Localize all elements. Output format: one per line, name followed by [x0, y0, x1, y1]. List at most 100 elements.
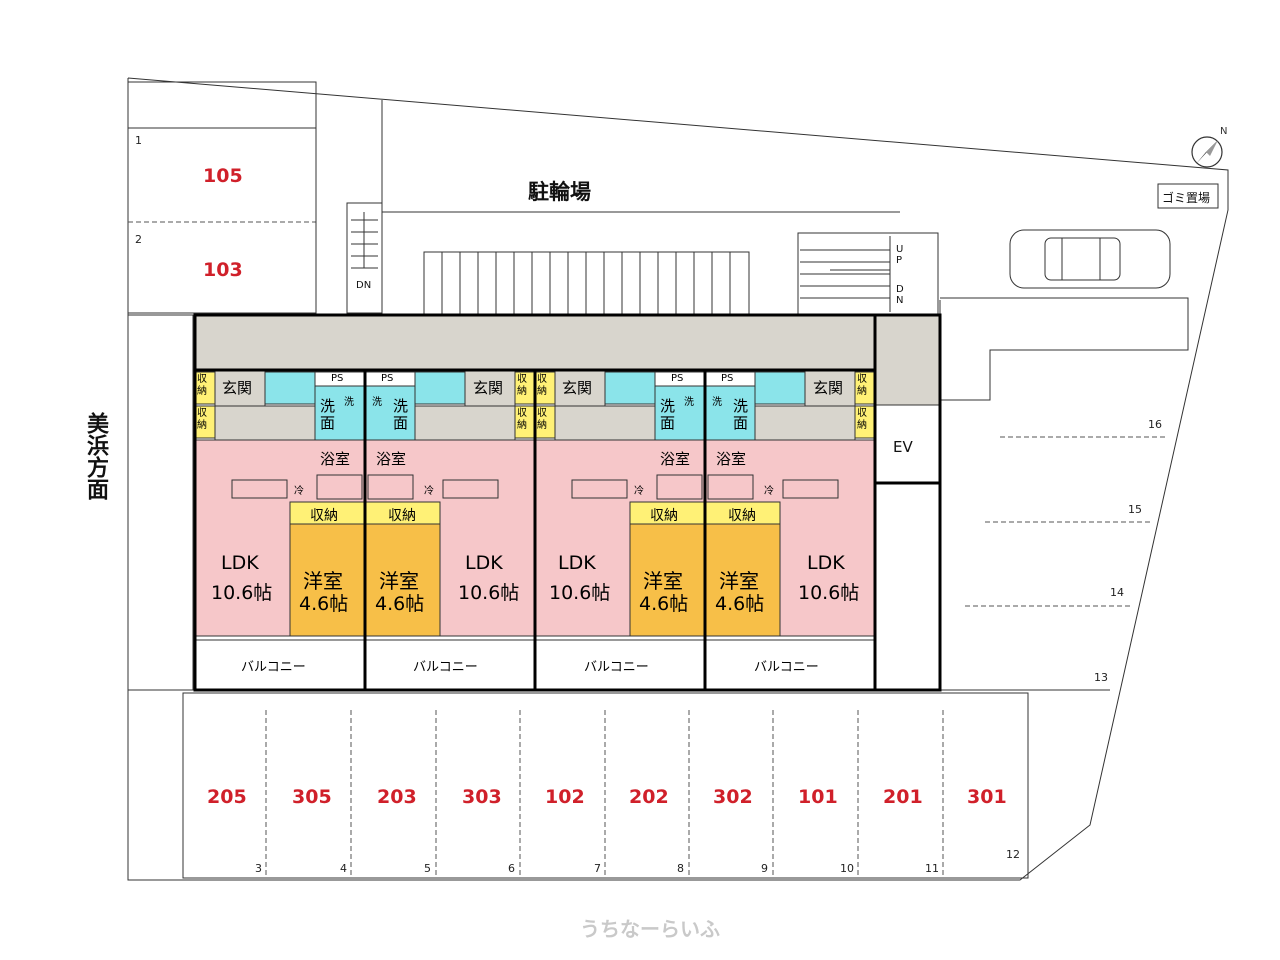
- unit-4-ldk-size: 10.6帖: [798, 582, 860, 604]
- unit-4-balcony: バルコニー: [754, 660, 819, 675]
- unit-3-wash: 洗面: [660, 397, 676, 432]
- garbage-label: ゴミ置場: [1162, 191, 1211, 205]
- parking-room-102: 102: [545, 786, 585, 808]
- unit-4-closet-2: 収納: [857, 408, 867, 431]
- unit-2-closet-1: 収納: [517, 374, 527, 397]
- up-label: UP: [896, 244, 904, 266]
- unit-1-western: 洋室: [303, 569, 343, 593]
- unit-2-storage: 収納: [388, 508, 416, 524]
- unit-4-ldk: LDK: [807, 552, 845, 574]
- parking-room-105: 105: [203, 165, 243, 187]
- compass-icon: [1191, 136, 1223, 168]
- unit-4-entrance: 玄関: [813, 379, 844, 397]
- unit-1-cold: 冷: [294, 486, 304, 497]
- unit-3-closet-2: 収納: [537, 408, 547, 431]
- parking-num-10: 10: [840, 862, 854, 875]
- west-strip: [127, 314, 194, 691]
- right-parking-area: [940, 297, 1189, 401]
- garbage-box: [1157, 183, 1219, 209]
- unit-4-cold: 冷: [764, 486, 774, 497]
- unit-walls: [195, 315, 940, 692]
- unit-4-western-size: 4.6帖: [715, 593, 765, 615]
- unit-3-closet-1: 収納: [537, 374, 547, 397]
- bottom-parking-area: [182, 692, 1029, 879]
- parking-room-205: 205: [207, 786, 247, 808]
- parking-num-7: 7: [594, 862, 601, 875]
- unit-1-closet-2: 収納: [197, 408, 207, 431]
- unit-4-wash: 洗面: [733, 397, 749, 432]
- unit-2-western: 洋室: [379, 569, 419, 593]
- unit-1-ps: PS: [331, 373, 344, 384]
- parking-room-303: 303: [462, 786, 502, 808]
- parking-num-6: 6: [508, 862, 515, 875]
- unit-3-ldk-size: 10.6帖: [549, 582, 611, 604]
- unit-3-bath: 浴室: [660, 450, 691, 468]
- unit-2-ldk: LDK: [465, 552, 503, 574]
- unit-2-wash-small: 洗: [372, 397, 382, 408]
- parking-num-4: 4: [340, 862, 347, 875]
- parking-num-3: 3: [255, 862, 262, 875]
- unit-3-storage: 収納: [650, 508, 678, 524]
- unit-3-cold: 冷: [634, 486, 644, 497]
- left-stairs: [346, 202, 383, 314]
- unit-3-ldk: LDK: [558, 552, 596, 574]
- unit-2: [364, 369, 536, 691]
- unit-3: [534, 369, 706, 691]
- unit-1-wash: 洗面: [320, 397, 336, 432]
- parking-num-2: 2: [135, 233, 142, 246]
- unit-2-cold: 冷: [424, 486, 434, 497]
- unit-4-western: 洋室: [719, 569, 759, 593]
- unit-4-closet-1: 収納: [857, 374, 867, 397]
- right-stairs-treads: [800, 236, 891, 312]
- north-label: N: [1220, 126, 1228, 137]
- unit-1-ldk: LDK: [221, 552, 259, 574]
- unit-4-ps: PS: [721, 373, 734, 384]
- parking-num-11: 11: [925, 862, 939, 875]
- corridor: [194, 314, 876, 371]
- unit-2-entrance: 玄関: [473, 379, 504, 397]
- parking-room-103: 103: [203, 259, 243, 281]
- bottom-parking-dividers: [265, 710, 944, 878]
- unit-1-storage: 収納: [310, 508, 338, 524]
- unit-3-wash-small: 洗: [684, 397, 694, 408]
- unit-3-balcony: バルコニー: [584, 660, 649, 675]
- unit-3-entrance: 玄関: [562, 379, 593, 397]
- unit-1-balcony: バルコニー: [241, 660, 306, 675]
- unit-1-western-size: 4.6帖: [299, 593, 349, 615]
- car-icon: [1009, 229, 1171, 289]
- parking-num-8: 8: [677, 862, 684, 875]
- parking-num-1: 1: [135, 134, 142, 147]
- parking-num-14: 14: [1110, 586, 1124, 599]
- unit-2-wash: 洗面: [393, 397, 409, 432]
- bicycle-parking-label: 駐輪場: [528, 180, 591, 204]
- unit-1-bath: 浴室: [320, 450, 351, 468]
- parking-room-202: 202: [629, 786, 669, 808]
- unit-4-wash-small: 洗: [712, 397, 722, 408]
- parking-num-13: 13: [1094, 671, 1108, 684]
- unit-4-storage: 収納: [728, 508, 756, 524]
- unit-4: [704, 369, 876, 691]
- unit-2-closet-2: 収納: [517, 408, 527, 431]
- unit-2-bath: 浴室: [376, 450, 407, 468]
- parking-room-201: 201: [883, 786, 923, 808]
- bicycle-racks: [423, 251, 750, 315]
- unit-4-bath: 浴室: [716, 450, 747, 468]
- unit-2-ldk-size: 10.6帖: [458, 582, 520, 604]
- unit-1-wash-small: 洗: [344, 397, 354, 408]
- site-boundary: [127, 77, 1229, 881]
- unit-1: [194, 369, 366, 691]
- watermark: うちなーらいふ: [580, 917, 720, 941]
- dn-left-label: DN: [356, 280, 372, 291]
- unit-3-western-size: 4.6帖: [639, 593, 689, 615]
- unit-2-western-size: 4.6帖: [375, 593, 425, 615]
- direction-label: 美浜方面: [83, 412, 108, 500]
- unit-1-ldk-size: 10.6帖: [211, 582, 273, 604]
- left-stairs-treads: [351, 212, 378, 269]
- parking-room-101: 101: [798, 786, 838, 808]
- dn-label: DN: [896, 284, 904, 306]
- unit-2-ps: PS: [381, 373, 394, 384]
- parking-room-301: 301: [967, 786, 1007, 808]
- parking-room-203: 203: [377, 786, 417, 808]
- ev-label: EV: [893, 438, 913, 456]
